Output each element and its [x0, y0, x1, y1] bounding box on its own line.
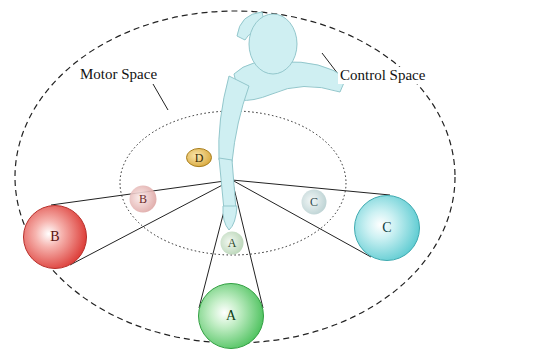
target-circle: C [354, 195, 420, 261]
arm-figure [219, 12, 346, 230]
region-label: Control Space [338, 67, 427, 84]
region-label: Motor Space [78, 66, 159, 83]
circle-letter: C [310, 196, 318, 208]
circle-letter: C [382, 221, 391, 235]
leader-line [153, 84, 168, 110]
target-circle: B [23, 205, 87, 269]
target-circle: B [129, 185, 157, 213]
target-circle: A [198, 283, 264, 349]
circle-letter: A [228, 237, 237, 249]
target-circle: C [301, 189, 327, 215]
target-circle: D [186, 148, 212, 167]
circle-letter: D [195, 152, 204, 164]
circle-letter: B [139, 193, 147, 205]
circle-letter: A [226, 309, 236, 323]
target-circle: A [220, 231, 244, 255]
circle-letter: B [50, 230, 59, 244]
